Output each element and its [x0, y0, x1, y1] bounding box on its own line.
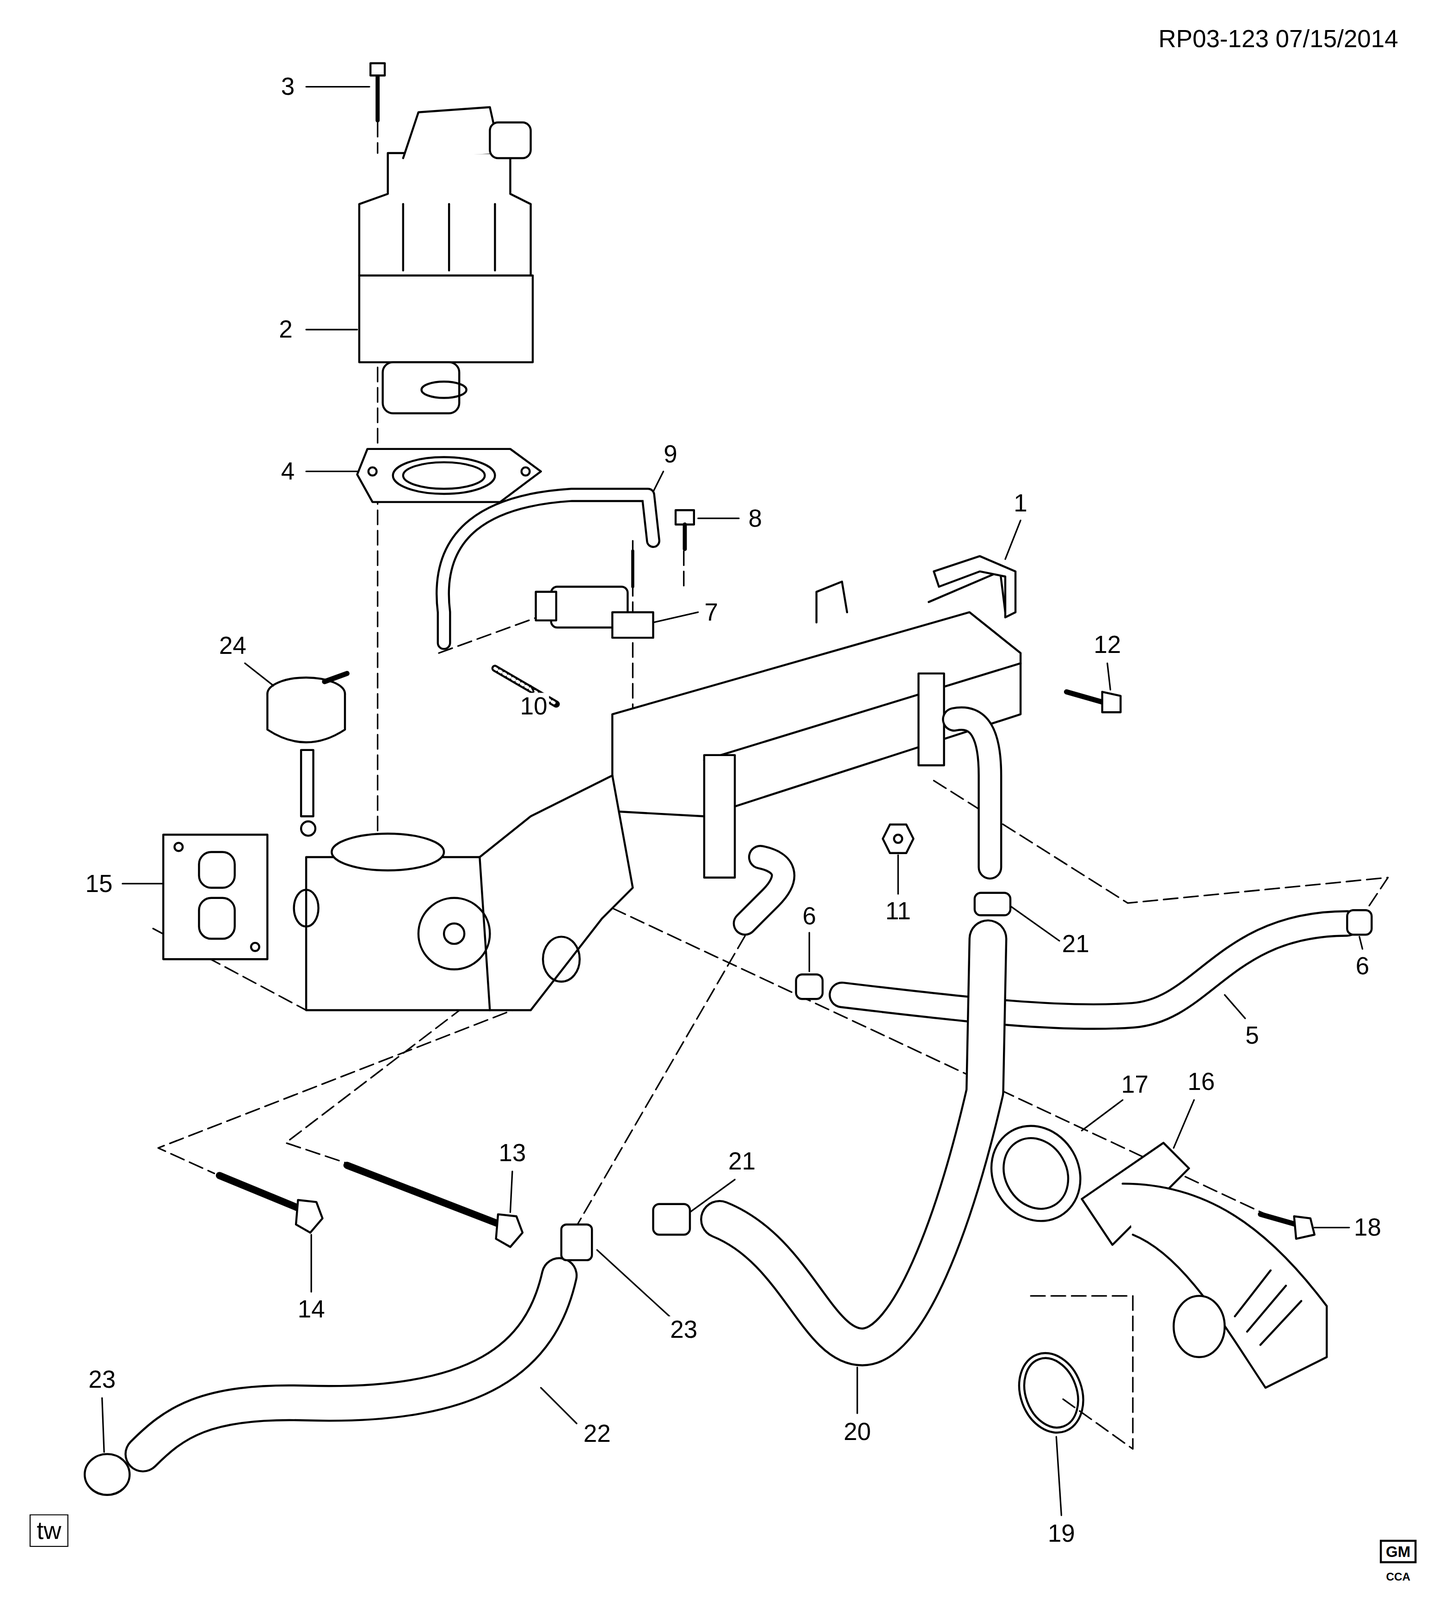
callout-number: 16: [1185, 1068, 1218, 1095]
callout-number: 1: [1011, 489, 1030, 517]
callout-number: 5: [1243, 1022, 1261, 1049]
callout-number: 3: [278, 73, 297, 100]
callout-number: 9: [661, 440, 680, 468]
brand-logo-sub: CCA: [1383, 1569, 1413, 1584]
callout-number: 17: [1119, 1071, 1151, 1098]
callout-number: 18: [1352, 1214, 1384, 1241]
callout-number: 4: [278, 458, 297, 485]
callout-number: 24: [216, 632, 249, 659]
callout-number: 6: [1353, 953, 1372, 980]
callout-number: 15: [83, 870, 115, 897]
callout-number: 21: [1059, 930, 1092, 957]
callout-number: 19: [1045, 1520, 1077, 1547]
callout-number: 23: [668, 1316, 700, 1343]
callout-number: 6: [800, 903, 818, 930]
brand-logo: GM: [1379, 1539, 1417, 1563]
callout-number: 20: [841, 1418, 874, 1445]
callout-number: 22: [581, 1420, 613, 1447]
callout-number: 10: [517, 692, 550, 720]
callout-number: 8: [746, 504, 764, 532]
callout-number: 14: [295, 1295, 327, 1323]
callout-number: 11: [883, 897, 913, 925]
illustrator-mark: tw: [29, 1514, 69, 1548]
callout-number: 13: [496, 1139, 529, 1167]
callout-number: 12: [1091, 631, 1124, 659]
drawing-reference: RP03-123 07/15/2014: [1156, 25, 1401, 52]
callout-number: 2: [276, 316, 295, 343]
callout-number: 21: [726, 1147, 758, 1175]
callout-number: 23: [86, 1366, 118, 1393]
callout-number: 7: [702, 598, 720, 626]
